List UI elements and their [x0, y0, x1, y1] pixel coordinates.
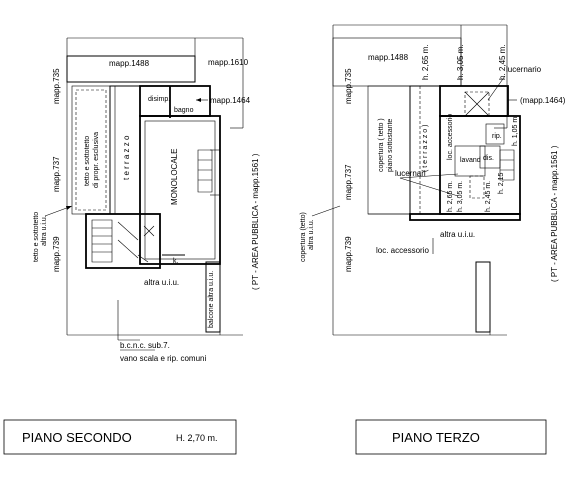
- right-mapp-1488: mapp.1488: [368, 53, 409, 62]
- left-tetto-esclusiva-2: di propr. esclusiva: [93, 132, 100, 188]
- right-floor-plan: [311, 24, 521, 336]
- left-area-pubblica: ( PT - AREA PUBBLICA - mapp.1561 ): [251, 153, 260, 290]
- left-mapp-735: mapp.735: [52, 68, 61, 104]
- right-mapp-739: mapp.739: [344, 236, 353, 272]
- left-mapp-739: mapp.739: [52, 236, 61, 272]
- left-bagno-label: bagno: [174, 107, 194, 114]
- left-disimp-label: disimp.: [148, 96, 170, 103]
- right-mapp-737: mapp.737: [344, 164, 353, 200]
- right-loc-accessorio: loc. accessorio: [376, 246, 429, 255]
- right-lucernario: lucernario: [506, 65, 542, 74]
- right-title-box: [355, 419, 547, 455]
- left-mapp-737: mapp.737: [52, 156, 61, 192]
- right-h-305b: h. 3,05 m.: [457, 181, 464, 212]
- left-vano-scala-label: vano scala e rip. comuni: [120, 354, 206, 363]
- right-h-305: h. 3,05 m.: [456, 44, 465, 80]
- left-tetto-altra-2: altra u.i.u.: [41, 215, 48, 246]
- left-balcone-label: balcone altra u.i.u.: [208, 271, 215, 328]
- left-plan-height: H. 2,70 m.: [176, 433, 218, 443]
- right-mapp-1464: (mapp.1464): [520, 96, 566, 105]
- left-altra-uiu: altra u.i.u.: [144, 278, 179, 287]
- left-tetto-esclusiva-1: tetto e sottotetto: [84, 136, 91, 186]
- left-terrazzo-label: t e r r a z z o: [122, 135, 131, 180]
- right-altra-uiu: altra u.i.u.: [440, 230, 475, 239]
- left-mapp-1488: mapp.1488: [109, 59, 150, 68]
- left-plan-title: PIANO SECONDO: [22, 430, 132, 445]
- right-h-245b: h. 2,45 m.: [485, 181, 492, 212]
- right-copertura-altra-1: copertura (tetto): [300, 212, 307, 262]
- right-rip: rip.: [492, 133, 502, 140]
- left-bcnc-label: b.c.n.c. sub.7.: [120, 341, 170, 350]
- right-h-215: h. 2,15: [498, 172, 505, 194]
- right-copertura-altra-2: altra u.i.u.: [308, 219, 315, 250]
- right-dis: dis.: [483, 155, 494, 162]
- right-loc-accessorio-v: loc. accessorio: [447, 114, 454, 160]
- right-h-265: h. 2,65 m.: [421, 44, 430, 80]
- right-mapp-735: mapp.735: [344, 68, 353, 104]
- right-copertura-1: copertura ( tetto ): [378, 118, 385, 172]
- right-lavand: lavand: [460, 157, 481, 164]
- left-k-label: k.: [173, 258, 179, 265]
- right-lucernari: lucernari: [395, 169, 426, 178]
- left-title-box: [3, 419, 237, 455]
- left-mapp-1610: mapp.1610: [208, 58, 249, 67]
- right-h-105: h. 1,05 m.: [512, 115, 519, 146]
- right-area-pubblica: ( PT - AREA PUBBLICA - mapp.1561 ): [550, 145, 559, 282]
- left-tetto-altra-1: tetto e sottotetto: [33, 212, 40, 262]
- right-terrazzo: ( t e r r a z z o ): [422, 125, 429, 172]
- right-plan-title: PIANO TERZO: [392, 430, 480, 445]
- right-h-245: h. 2,45 m.: [498, 44, 507, 80]
- right-copertura-2: piano sottostante: [387, 119, 394, 172]
- right-h-265b: h. 2,65 m.: [447, 181, 454, 212]
- left-mapp-1464: mapp.1464: [210, 96, 251, 105]
- left-monolocale-label: MONOLOCALE: [170, 149, 179, 205]
- left-floor-plan: [44, 37, 244, 351]
